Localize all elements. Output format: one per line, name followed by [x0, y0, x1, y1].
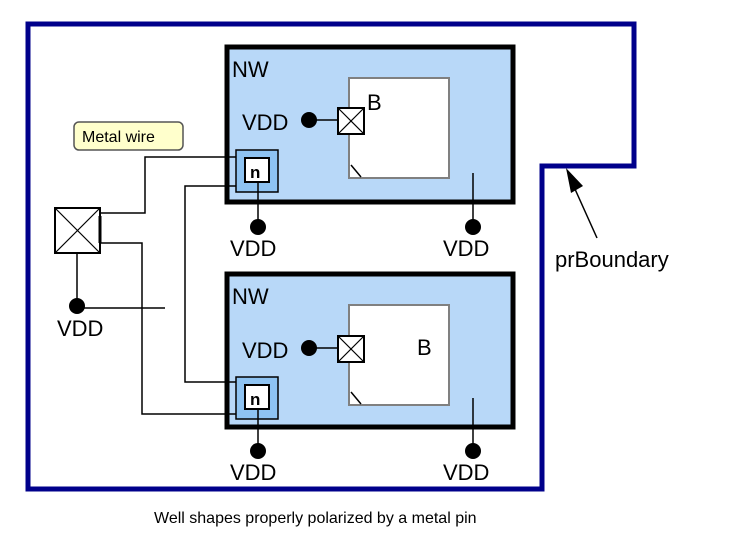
metal-pin-vdd-label: VDD — [57, 316, 103, 341]
metal-wire-callout-label: Metal wire — [82, 129, 155, 146]
block-b-upper-label: B — [367, 90, 382, 115]
n-tap-label: n — [250, 163, 260, 182]
vdd-terminal-dot — [250, 443, 266, 459]
contact-x-icon — [337, 335, 365, 363]
metal-wires — [77, 156, 236, 415]
block-corner-mark — [350, 391, 362, 405]
pr-boundary-label: prBoundary — [555, 247, 669, 272]
n-well-lower-label: NW — [232, 284, 269, 309]
right-vdd-label: VDD — [443, 236, 489, 261]
block-b-lower — [348, 304, 450, 406]
vdd-label: VDD — [242, 110, 288, 135]
n-well-upper-label: NW — [232, 57, 269, 82]
n-well-upper: NW B VDD n VDD VDD — [224, 44, 516, 261]
metal-wire-upper-inner — [184, 185, 236, 383]
figure-caption: Well shapes properly polarized by a meta… — [154, 510, 477, 527]
metal-wire-upper-outer — [100, 156, 236, 214]
vdd-terminal-dot — [69, 298, 85, 314]
metal-pin-x-icon — [54, 207, 102, 254]
pr-boundary-callout: prBoundary — [555, 168, 669, 272]
vdd-label: VDD — [242, 338, 288, 363]
metal-wire-lower — [100, 242, 236, 415]
metal-pin: VDD — [54, 207, 103, 341]
vdd-terminal-dot — [250, 219, 266, 235]
n-well-lower: NW B VDD n VDD VDD — [224, 271, 516, 485]
arrow-head-icon — [566, 168, 583, 193]
block-b-upper — [348, 77, 450, 179]
vdd-terminal-dot — [465, 443, 481, 459]
n-tap-contact — [244, 384, 270, 410]
block-b-lower-label: B — [417, 335, 432, 360]
vdd-terminal-dot — [465, 219, 481, 235]
contact-x-icon — [337, 107, 365, 135]
n-tap-contact — [244, 157, 270, 183]
block-corner-mark — [350, 164, 362, 178]
tap-vdd-label: VDD — [230, 460, 276, 485]
right-vdd-label: VDD — [443, 460, 489, 485]
metal-wire-callout: Metal wire — [73, 121, 184, 151]
tap-vdd-label: VDD — [230, 236, 276, 261]
n-tap-label: n — [250, 390, 260, 409]
